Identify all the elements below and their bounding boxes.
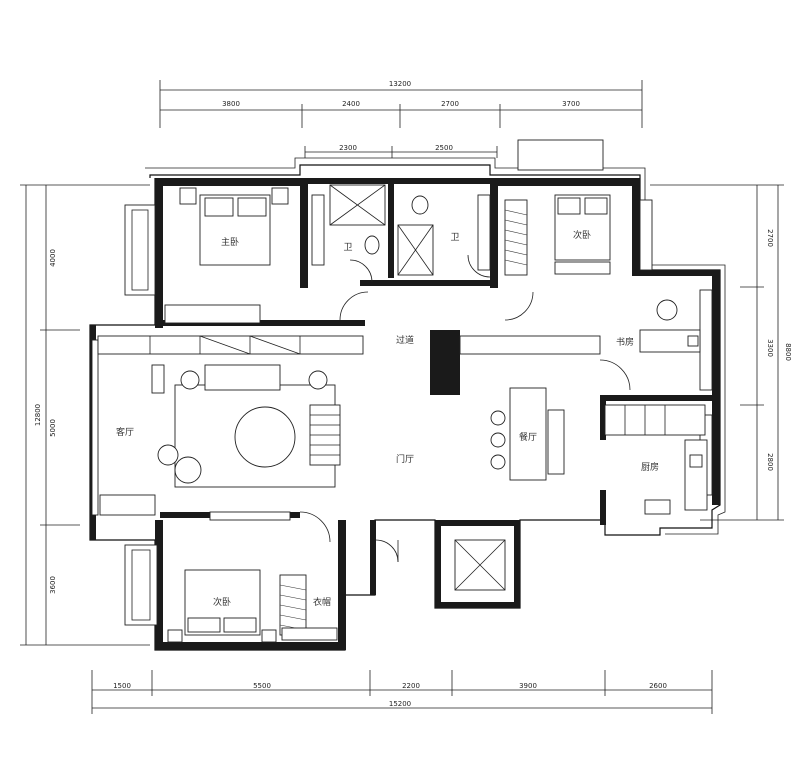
dim-left-seg-2: 5000	[49, 419, 57, 437]
room-label-master-bedroom: 主卧	[221, 236, 239, 248]
room-label-hall: 门厅	[396, 453, 414, 465]
toilet-icon	[364, 235, 380, 255]
second-bedroom: 次卧	[504, 194, 611, 276]
dim-bottom-seg-3: 2200	[402, 682, 420, 690]
wardrobe-unit	[164, 304, 261, 324]
windows	[91, 139, 713, 626]
desk	[639, 329, 701, 353]
room-label-kitchen: 厨房	[641, 461, 659, 473]
room-label-wardrobe: 衣帽	[313, 596, 331, 608]
room-label-dining: 餐厅	[519, 431, 537, 443]
dim-top-seg-3: 2700	[441, 100, 459, 108]
dimension-top: 13200 3800 2400 2700 3700 2300 2500	[159, 80, 643, 158]
study: 书房	[616, 299, 701, 353]
dim-right-seg-2: 3300	[766, 339, 774, 357]
living-room: 客厅	[99, 364, 341, 516]
dim-right-seg-3: 2800	[766, 453, 774, 471]
doors	[299, 254, 631, 543]
elevator	[454, 539, 506, 591]
dim-top-seg-1: 3800	[222, 100, 240, 108]
dimension-left: 12800 4000 5000 3600	[20, 184, 150, 646]
dim-left-seg-3: 3600	[49, 576, 57, 594]
dim-right-total: 8800	[784, 343, 792, 361]
dining-table	[509, 387, 547, 481]
dim-top-seg-4: 3700	[562, 100, 580, 108]
kitchen: 厨房	[604, 404, 708, 515]
room-label-bath-2: 卫	[450, 233, 459, 243]
chair-icon	[656, 299, 678, 321]
dim-bottom-seg-4: 3900	[519, 682, 537, 690]
master-bedroom: 主卧	[164, 187, 289, 324]
dimension-right: 2700 3300 2800 8800	[650, 184, 792, 521]
dim-top-seg-2: 2400	[342, 100, 360, 108]
dim-top-total: 13200	[389, 80, 411, 88]
dim-bottom-seg-5: 2600	[649, 682, 667, 690]
room-label-third-bedroom: 次卧	[213, 596, 231, 608]
sofa	[204, 364, 281, 391]
dim-bottom-total: 15200	[389, 700, 411, 708]
dim-bottom-seg-1: 1500	[113, 682, 131, 690]
room-label-study: 书房	[616, 336, 634, 348]
dim-left-total: 12800	[34, 404, 42, 426]
dim-right-seg-1: 2700	[766, 229, 774, 247]
room-label-second-bedroom: 次卧	[573, 229, 591, 241]
dim-bottom-seg-2: 5500	[253, 682, 271, 690]
dining: 餐厅	[490, 387, 565, 481]
dimension-bottom: 1500 5500 2200 3900 2600 15200	[91, 670, 713, 714]
bathroom-2: 卫	[397, 194, 491, 276]
bathroom-1: 卫	[311, 184, 386, 266]
corridor: 过道 门厅	[375, 334, 414, 563]
room-label-bath-1: 卫	[343, 243, 352, 253]
wardrobe-hatch	[504, 199, 528, 276]
dim-left-seg-1: 4000	[49, 249, 57, 267]
cabinet-row	[97, 335, 601, 355]
coffee-table	[234, 406, 296, 468]
dim-top-inner-1: 2300	[339, 144, 357, 152]
toilet-icon	[411, 195, 429, 215]
room-label-living: 客厅	[116, 426, 134, 438]
dim-top-inner-2: 2500	[435, 144, 453, 152]
third-bedroom: 次卧	[167, 569, 277, 643]
wardrobe-room: 衣帽	[279, 574, 338, 641]
room-label-corridor: 过道	[396, 334, 414, 346]
